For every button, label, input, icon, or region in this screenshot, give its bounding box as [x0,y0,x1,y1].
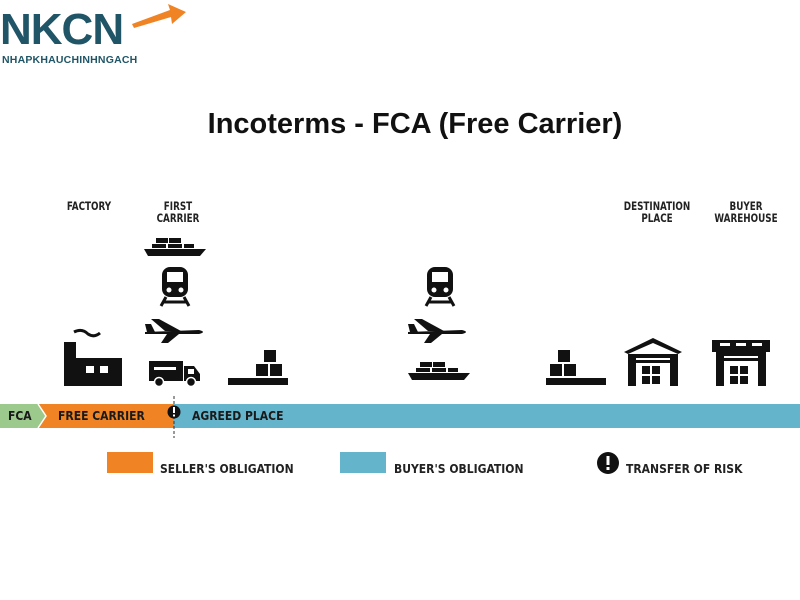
buyer-obligation-bar [174,404,800,428]
seller-obligation-bar [38,404,174,428]
buyer-segment-label: AGREED PLACE [192,409,284,423]
label-buyer-warehouse: BUYER WAREHOUSE [714,199,778,225]
label-first-carrier: FIRST CARRIER [156,199,200,225]
risk-icon [597,452,619,474]
brand-logo: NKCN NHAPKHAUCHINHNGACH [0,2,200,68]
legend-buyer-label: BUYER'S OBLIGATION [394,462,524,476]
term-code: FCA [8,409,32,423]
ship-icon [144,238,206,256]
factory-icon [64,328,122,386]
legend-seller-swatch [107,452,153,473]
page-title: Incoterms - FCA (Free Carrier) [207,108,623,140]
warehouse-icon [624,338,682,386]
train-icon [159,267,191,307]
legend-seller-label: SELLER'S OBLIGATION [160,462,294,476]
risk-transfer-marker-icon [167,396,181,438]
term-chevron [0,404,47,428]
label-factory: FACTORY [66,199,112,213]
legend-risk-label: TRANSFER OF RISK [626,462,743,476]
airplane-icon-transit [408,319,466,343]
pallet-boxes-icon [228,350,288,385]
logo-mark: NKCN [0,5,124,54]
buyer-warehouse-icon [712,340,770,386]
pallet-boxes-icon-destination [546,350,606,385]
legend-buyer-swatch [340,452,386,473]
ship-icon-transit [408,362,470,380]
logo-arrow-icon [132,4,186,28]
truck-icon [149,361,200,388]
logo-subtitle: NHAPKHAUCHINHNGACH [2,54,138,66]
seller-segment-label: FREE CARRIER [58,409,145,423]
airplane-icon [145,319,203,343]
train-icon-transit [424,267,456,307]
label-destination-place: DESTINATION PLACE [623,199,691,225]
